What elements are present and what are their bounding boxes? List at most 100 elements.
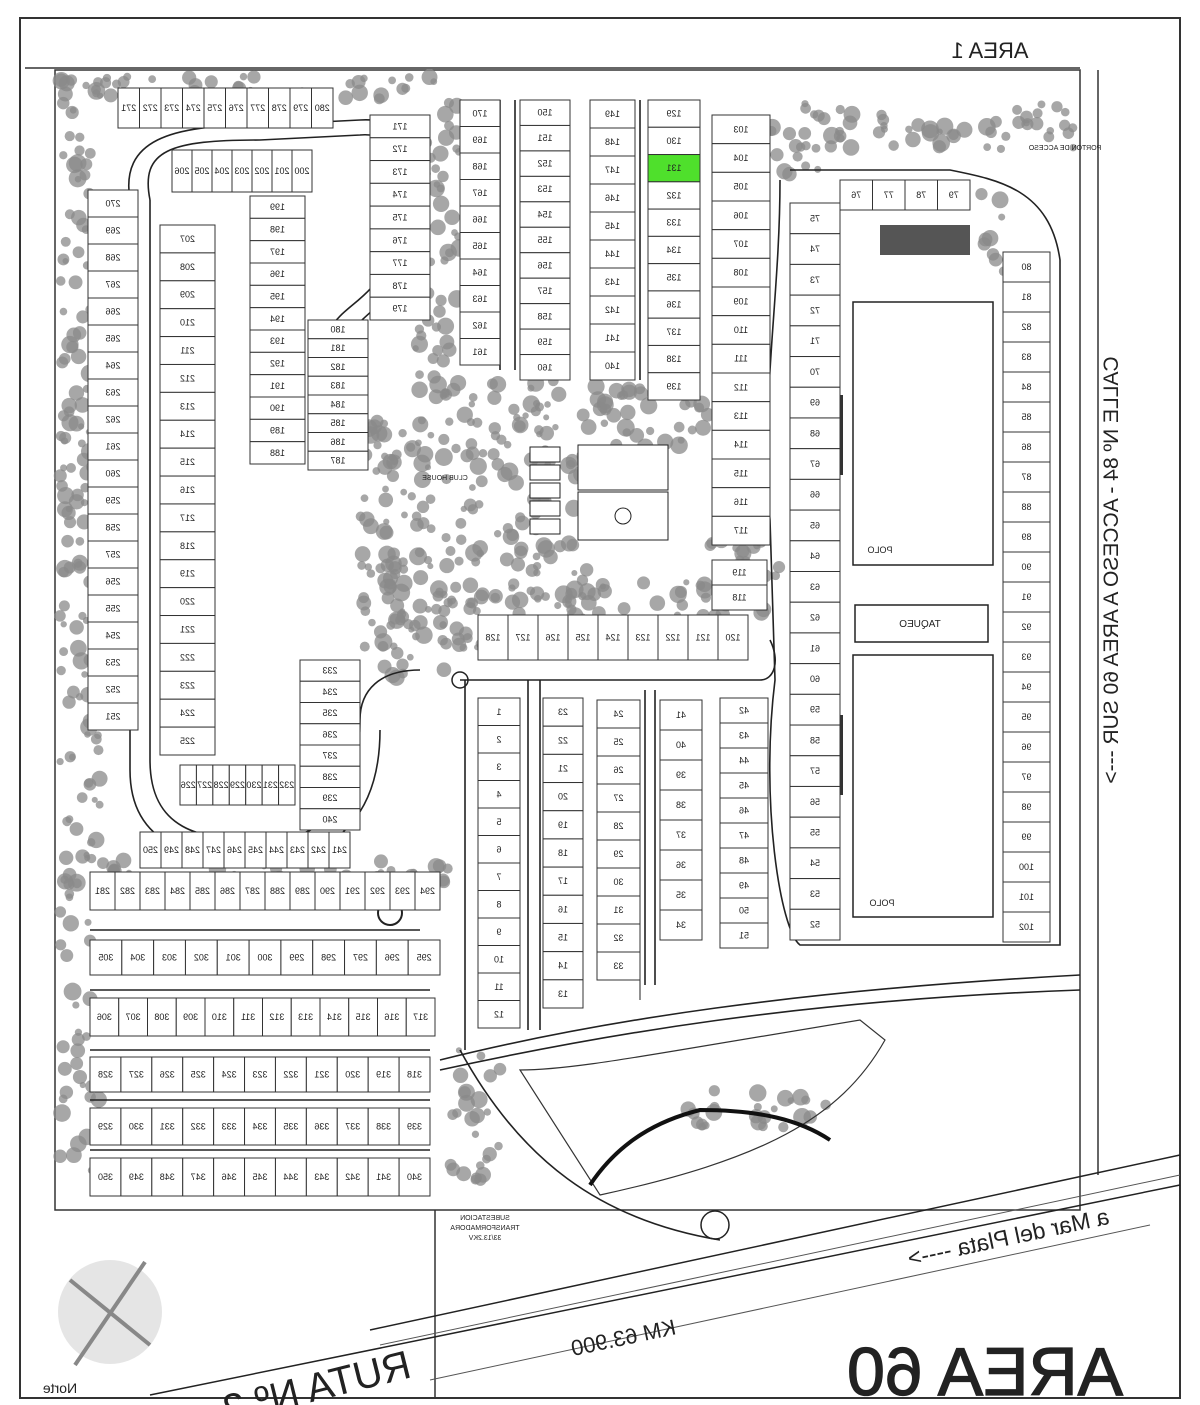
lot[interactable] <box>1002 371 1051 403</box>
lot[interactable] <box>589 351 636 381</box>
lot[interactable] <box>477 752 521 781</box>
lot[interactable] <box>1002 881 1051 913</box>
lot[interactable] <box>159 224 216 254</box>
lot[interactable] <box>1002 341 1051 373</box>
lot[interactable] <box>596 923 641 953</box>
lot[interactable] <box>1002 551 1051 583</box>
lot[interactable] <box>159 475 216 505</box>
lot[interactable] <box>477 890 521 919</box>
lot[interactable] <box>647 317 701 346</box>
lot[interactable] <box>87 432 139 461</box>
lot[interactable] <box>719 922 769 949</box>
lot[interactable] <box>369 296 431 321</box>
lot[interactable] <box>589 183 636 213</box>
lot[interactable] <box>280 939 314 976</box>
lot[interactable] <box>299 808 361 831</box>
lot[interactable] <box>789 601 841 634</box>
lot[interactable] <box>597 614 629 661</box>
lot[interactable] <box>659 849 703 881</box>
lot[interactable] <box>659 819 703 851</box>
lot[interactable] <box>659 879 703 911</box>
lot[interactable] <box>711 114 771 145</box>
lot[interactable] <box>647 290 701 319</box>
lot[interactable] <box>789 632 841 665</box>
lot[interactable] <box>459 311 501 339</box>
lot[interactable] <box>262 997 292 1037</box>
lot[interactable] <box>596 755 641 785</box>
lot[interactable] <box>519 175 571 203</box>
lot[interactable] <box>659 729 703 761</box>
lot[interactable] <box>937 179 971 211</box>
lot[interactable] <box>1002 491 1051 523</box>
lot[interactable] <box>1002 731 1051 763</box>
lot[interactable] <box>647 344 701 374</box>
lot[interactable] <box>398 1107 431 1146</box>
lot[interactable] <box>367 1107 400 1146</box>
lot[interactable] <box>789 478 841 511</box>
lot[interactable] <box>367 1157 400 1197</box>
lot[interactable] <box>348 997 378 1037</box>
lot[interactable] <box>477 807 521 836</box>
lot[interactable] <box>789 294 841 327</box>
lot[interactable] <box>87 513 139 542</box>
lot[interactable] <box>589 267 636 297</box>
lot[interactable] <box>711 372 771 403</box>
lot[interactable] <box>398 1157 431 1197</box>
lot[interactable] <box>204 997 235 1037</box>
lot[interactable] <box>719 697 769 724</box>
lot[interactable] <box>711 515 771 546</box>
lot[interactable] <box>159 252 216 282</box>
lot[interactable] <box>216 939 250 976</box>
lot[interactable] <box>244 1107 276 1146</box>
lot[interactable] <box>542 838 584 868</box>
lot[interactable] <box>233 997 263 1037</box>
lot[interactable] <box>87 459 139 488</box>
lot[interactable] <box>789 693 841 726</box>
lot[interactable] <box>139 871 166 911</box>
lot[interactable] <box>542 866 584 896</box>
lot[interactable] <box>519 328 571 356</box>
lot[interactable] <box>151 1107 184 1146</box>
lot[interactable] <box>839 179 873 211</box>
lot[interactable] <box>159 531 216 561</box>
lot[interactable] <box>87 189 139 218</box>
lot[interactable] <box>477 917 521 946</box>
lot[interactable] <box>477 945 521 974</box>
lot[interactable] <box>542 782 584 812</box>
lot[interactable] <box>459 338 501 366</box>
lot[interactable] <box>87 405 139 434</box>
lot[interactable] <box>1002 401 1051 433</box>
lot[interactable] <box>647 372 701 401</box>
lot[interactable] <box>647 181 701 210</box>
lot[interactable] <box>659 699 703 731</box>
lot[interactable] <box>567 614 599 661</box>
lot[interactable] <box>507 614 539 661</box>
lot[interactable] <box>542 697 584 727</box>
lot[interactable] <box>274 1056 307 1093</box>
lot[interactable] <box>274 1107 307 1146</box>
lot[interactable] <box>459 205 501 233</box>
lot[interactable] <box>589 239 636 269</box>
lot[interactable] <box>213 1056 246 1093</box>
lot[interactable] <box>311 87 334 129</box>
lot[interactable] <box>789 509 841 542</box>
lot[interactable] <box>87 675 139 704</box>
lot[interactable] <box>87 648 139 677</box>
lot[interactable] <box>477 972 521 1001</box>
lot[interactable] <box>184 939 218 976</box>
lot[interactable] <box>711 286 771 317</box>
lot[interactable] <box>596 895 641 925</box>
lot[interactable] <box>711 343 771 374</box>
lot[interactable] <box>89 1056 122 1093</box>
lot[interactable] <box>719 772 769 799</box>
lot[interactable] <box>596 727 641 757</box>
lot[interactable] <box>711 584 768 611</box>
lot[interactable] <box>1002 521 1051 553</box>
lot[interactable] <box>389 871 416 911</box>
lot[interactable] <box>312 939 346 976</box>
lot[interactable] <box>459 99 501 127</box>
lot[interactable] <box>414 871 441 911</box>
lot[interactable] <box>89 997 120 1037</box>
lot[interactable] <box>344 939 377 976</box>
lot[interactable] <box>687 614 719 661</box>
